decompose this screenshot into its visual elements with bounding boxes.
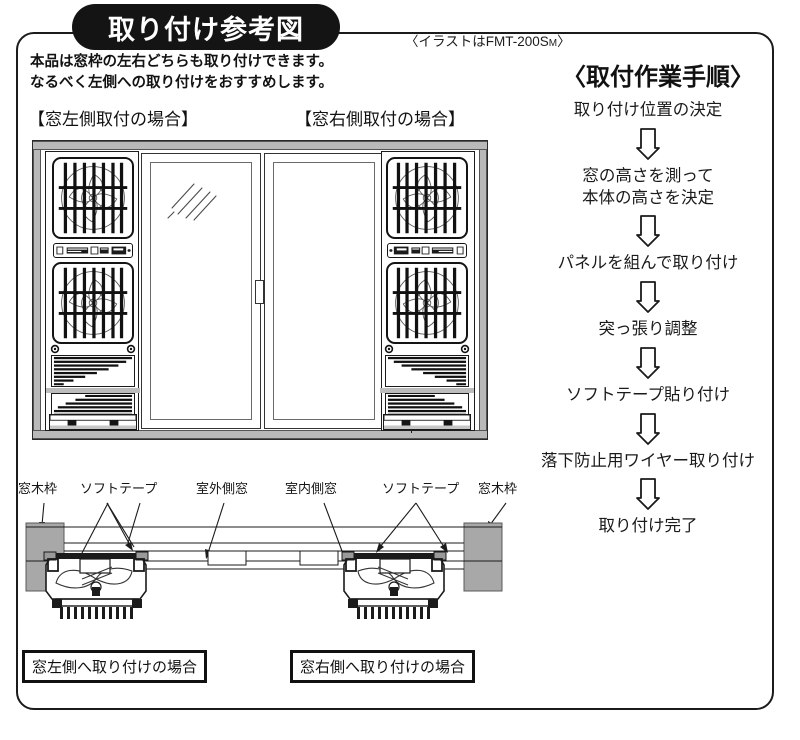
glass-pane-inner xyxy=(264,153,384,429)
fan-grille-bottom xyxy=(386,262,468,344)
model-illustration-note: 〈イラストはFMT-200SM〉 xyxy=(405,30,571,50)
intro-text: 本品は窓枠の左右どちらも取り付けできます。 なるべく左側への取り付けをおすすめし… xyxy=(30,52,390,94)
down-arrow-icon xyxy=(636,281,660,313)
louver-fins-left xyxy=(60,607,133,619)
model-note-suffix: M xyxy=(548,38,558,49)
fan-grille-top xyxy=(386,157,468,239)
case-header-left: 【窓左側取付の場合】 xyxy=(28,110,198,129)
intro-line-1: 本品は窓枠の左右どちらも取り付けできます。 xyxy=(30,54,334,70)
wood-frame-block-right xyxy=(463,522,503,592)
caption-right-installation: 窓右側へ取り付けの場合 xyxy=(290,650,476,683)
sash-handle[interactable] xyxy=(255,280,264,304)
window-elevation-illustration xyxy=(32,140,488,440)
model-note-close: 〉 xyxy=(557,34,571,49)
unit-screw-icons xyxy=(50,344,136,354)
fan-unit-right xyxy=(380,151,475,431)
fan-grille-graphic xyxy=(392,267,462,339)
cross-section-drawing xyxy=(25,502,507,619)
procedure-flow: 取り付け位置の決定 窓の高さを測って 本体の高さを決定 パネルを組んで取り付け … xyxy=(512,100,784,538)
procedure-step: ソフトテープ貼り付け xyxy=(565,385,730,404)
page-title-banner: 取り付け参考図 xyxy=(72,4,340,50)
unit-screw-icons xyxy=(384,344,470,354)
intro-line-2: なるべく左側への取り付けをおすすめします。 xyxy=(30,75,334,92)
down-arrow-icon xyxy=(636,478,660,511)
base-graphic xyxy=(49,414,137,429)
xs-label-indoor-window: 室内側窓 xyxy=(285,481,338,496)
xs-label-soft-tape-right: ソフトテープ xyxy=(382,481,460,496)
procedure-heading: 〈取付作業手順〉 xyxy=(562,64,754,91)
fan-unit-plan-left xyxy=(43,551,149,619)
unit-base-left xyxy=(49,414,137,430)
procedure-step: 窓の高さを測って 本体の高さを決定 xyxy=(582,166,714,207)
fan-grille-graphic xyxy=(58,267,128,339)
window-rail-bottom xyxy=(33,430,487,439)
procedure-step: 突っ張り調整 xyxy=(598,320,698,339)
xs-label-window-wood-frame-left: 窓木枠 xyxy=(18,481,58,496)
unit-base-right xyxy=(383,414,471,430)
xs-label-window-wood-frame-right: 窓木枠 xyxy=(478,481,518,496)
glass-pane-inner-line xyxy=(273,162,375,420)
model-note-prefix: 〈イラストは xyxy=(405,34,486,49)
window-stile-right xyxy=(479,150,487,430)
fan-unit-plan-right xyxy=(341,551,447,619)
down-arrow-icon xyxy=(636,215,660,248)
xs-label-soft-tape-left: ソフトテープ xyxy=(80,481,158,496)
caption-left-installation: 窓左側へ取り付けの場合 xyxy=(22,650,208,683)
control-panel[interactable] xyxy=(53,243,133,258)
window-rail-top xyxy=(33,141,487,150)
procedure-step: パネルを組んで取り付け xyxy=(557,254,739,273)
louver-panel-upper xyxy=(385,355,469,387)
glass-pane-inner-line xyxy=(150,162,252,420)
xs-label-outdoor-window: 室外側窓 xyxy=(196,481,249,496)
down-arrow-icon xyxy=(636,412,660,445)
control-panel-graphic xyxy=(389,246,464,255)
control-panel[interactable] xyxy=(387,243,467,258)
fan-grille-bottom xyxy=(52,262,134,344)
louver-divider xyxy=(46,388,140,393)
procedure-step: 落下防止用ワイヤー取り付け xyxy=(540,451,755,470)
louver-slats xyxy=(387,356,467,386)
page-title: 取り付け参考図 xyxy=(108,14,304,45)
louver-slats xyxy=(53,356,133,386)
procedure-step: 取り付け位置の決定 xyxy=(573,101,723,119)
glass-pane-outer xyxy=(141,153,264,429)
louver-panel-upper xyxy=(51,355,135,387)
track-marker-right xyxy=(299,550,339,566)
window-stile-left xyxy=(33,150,41,430)
down-arrow-icon xyxy=(636,127,660,160)
fan-grille-top xyxy=(52,157,134,239)
down-arrow-icon xyxy=(636,346,660,379)
procedure-step: 取り付け完了 xyxy=(598,517,698,536)
base-graphic xyxy=(383,414,471,429)
louver-fins-right xyxy=(357,607,430,619)
fan-grille-graphic xyxy=(58,162,128,234)
track-marker-left xyxy=(207,550,247,566)
case-header-right: 【窓右側取付の場合】 xyxy=(295,110,465,129)
model-note-model: FMT-200S xyxy=(485,34,549,49)
fan-unit-left xyxy=(45,151,140,431)
fan-grille-graphic xyxy=(392,162,462,234)
control-panel-graphic xyxy=(56,246,131,255)
